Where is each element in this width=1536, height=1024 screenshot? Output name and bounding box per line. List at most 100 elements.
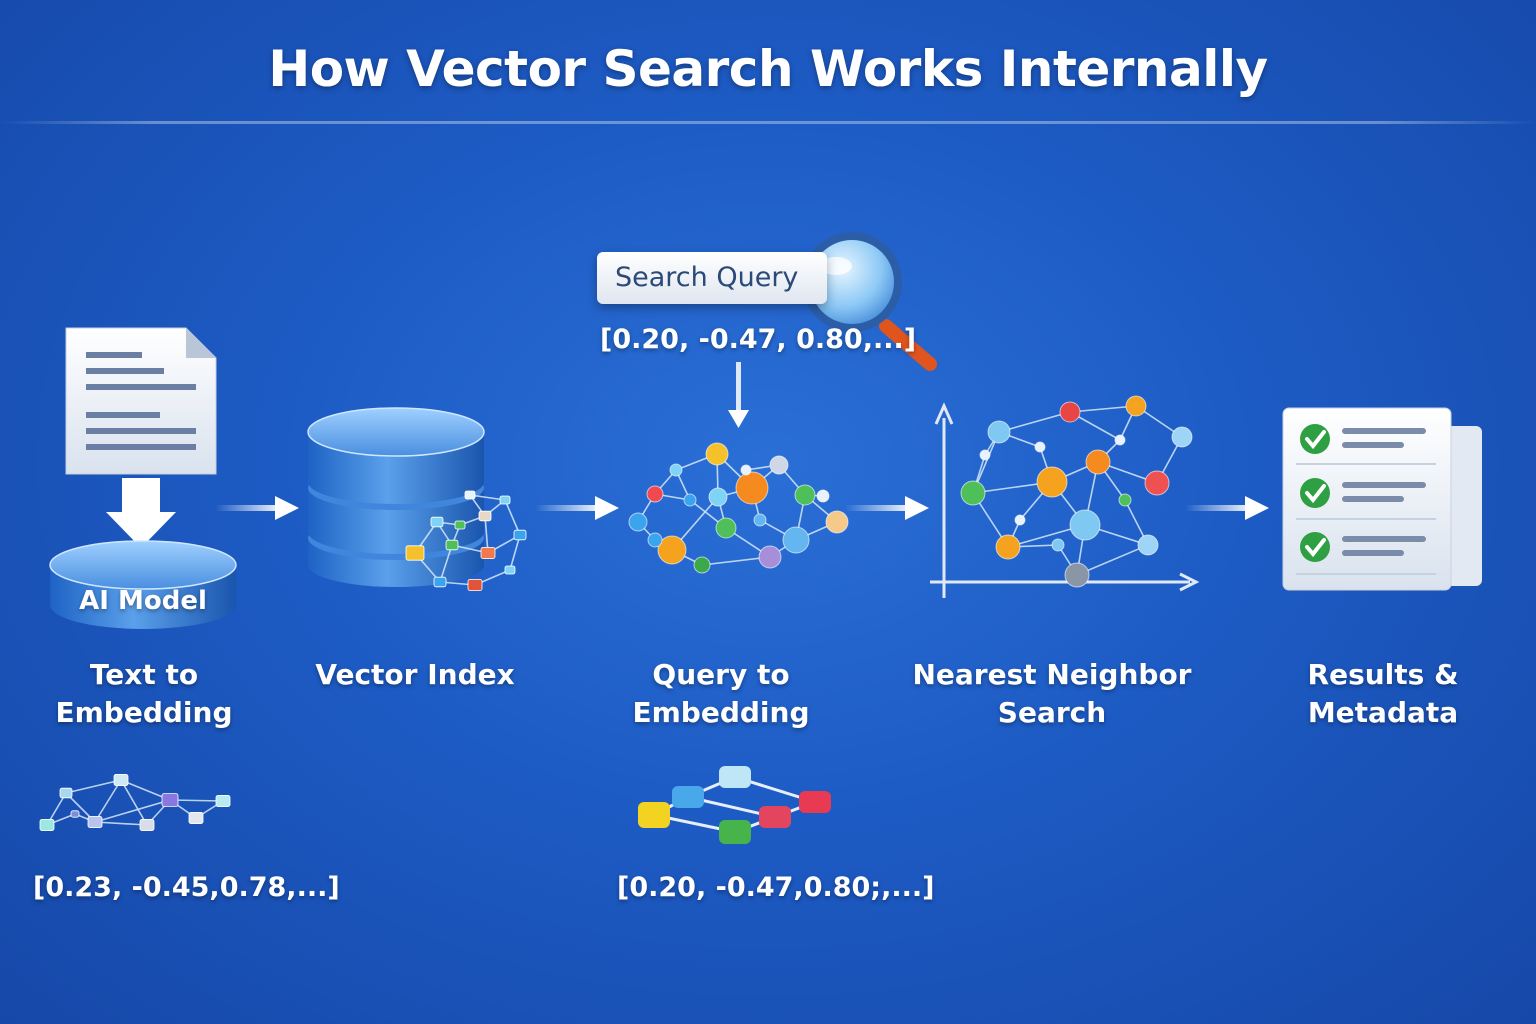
network-edge (469, 494, 506, 501)
network-node (467, 579, 483, 592)
flow-arrow-4 (1185, 496, 1269, 520)
network-node (478, 510, 492, 522)
network-node (769, 455, 789, 475)
network-edge (169, 799, 224, 802)
network-node (1051, 538, 1065, 552)
network-node (1171, 426, 1193, 448)
network-edge (1076, 544, 1149, 576)
database-icon (307, 407, 485, 587)
network-node (433, 576, 447, 588)
network-edge (120, 779, 148, 826)
network-node (1069, 509, 1101, 541)
network-node (113, 774, 129, 787)
network-node (1118, 493, 1132, 507)
network-node (161, 793, 179, 807)
results-checklist-icon (1282, 407, 1482, 591)
stage-label-text-to-embedding: Text to Embedding (55, 658, 233, 729)
network-node (657, 535, 687, 565)
network-node (683, 493, 697, 507)
network-node (1014, 514, 1026, 526)
network-node (816, 489, 830, 503)
network-node (735, 471, 769, 505)
network-node (794, 484, 816, 506)
network-edge (504, 499, 521, 536)
network-node (987, 420, 1011, 444)
network-node (960, 480, 986, 506)
page-title: How Vector Search Works Internally (268, 40, 1268, 98)
ai-model-label: AI Model (79, 586, 207, 616)
search-query-box: Search Query (597, 252, 827, 304)
network-node (87, 816, 103, 829)
network-node (693, 556, 711, 574)
stage-label-query-to-embedding: Query to Embedding (632, 658, 810, 729)
flow-arrow-3 (845, 496, 929, 520)
network-node (445, 539, 459, 551)
network-node (1034, 441, 1046, 453)
title-divider (0, 121, 1536, 124)
network-node (705, 442, 729, 466)
graph-axes (930, 402, 1200, 598)
network-node (979, 449, 991, 461)
network-node (1085, 449, 1111, 475)
network-node (1114, 434, 1126, 446)
network-edge (509, 534, 521, 571)
network-node (758, 545, 782, 569)
network-node (188, 812, 204, 825)
network-edge (65, 779, 122, 794)
network-node (1137, 534, 1159, 556)
flow-arrow-2 (535, 496, 619, 520)
network-node (480, 547, 496, 560)
network-node (782, 526, 810, 554)
network-node (430, 516, 444, 528)
stage-label-vector-index: Vector Index (315, 658, 515, 691)
network-node (646, 485, 664, 503)
network-node (708, 487, 728, 507)
query-network-icon (628, 442, 849, 574)
down-arrow-icon (106, 478, 176, 548)
query-vector-bottom: [0.20, -0.47,0.80;,...] (617, 872, 935, 903)
query-down-arrow (728, 362, 749, 428)
network-node (1144, 470, 1170, 496)
network-edge (998, 411, 1071, 433)
network-node (504, 565, 516, 575)
network-node (1064, 562, 1090, 588)
network-edge (94, 821, 148, 826)
check-icon-3 (1300, 532, 1330, 562)
network-node (70, 810, 80, 818)
network-node (628, 512, 648, 532)
network-node (139, 819, 155, 832)
network-node (715, 517, 737, 539)
network-edge (439, 544, 453, 583)
network-node (39, 819, 55, 832)
query-embedding-blocks-icon (638, 766, 831, 844)
network-node (464, 490, 476, 500)
database-network-icon (405, 490, 527, 592)
query-vector-top: [0.20, -0.47, 0.80,...] (600, 324, 917, 355)
stage-label-results-metadata: Results & Metadata (1307, 658, 1459, 729)
document-icon (65, 327, 217, 475)
check-icon-2 (1300, 478, 1330, 508)
network-edge (94, 779, 122, 823)
network-edge (94, 799, 171, 823)
network-node (1125, 395, 1147, 417)
network-node (59, 787, 73, 799)
check-icon-1 (1300, 424, 1330, 454)
network-node (405, 545, 425, 561)
network-edge (484, 515, 489, 554)
search-query-label: Search Query (615, 262, 799, 293)
network-node (825, 510, 849, 534)
network-node (215, 795, 231, 808)
network-node (513, 529, 527, 541)
network-node (669, 463, 683, 477)
flow-arrow-1 (215, 496, 299, 520)
text-vector: [0.23, -0.45,0.78,...] (33, 872, 340, 903)
network-node (1059, 401, 1081, 423)
stage-label-nearest-neighbor-search: Nearest Neighbor Search (912, 658, 1192, 729)
network-node (1036, 466, 1068, 498)
network-node (740, 464, 752, 476)
network-edge (1069, 405, 1137, 413)
text-embedding-graph-icon (39, 774, 231, 832)
network-node (454, 520, 466, 530)
network-node (647, 532, 663, 548)
